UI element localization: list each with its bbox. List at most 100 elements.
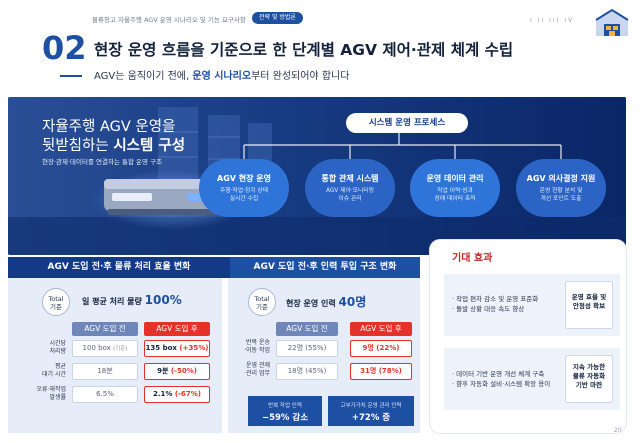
- effect-row: · 작업 편차 감소 및 운영 표준화 · 돌발 상황 대응 속도 향상 운영 …: [444, 274, 620, 336]
- tag-line2: 기준: [50, 303, 62, 311]
- process-node-line1: 운영 현황 분석 및: [539, 188, 583, 194]
- cell-value: 100 box: [82, 344, 111, 352]
- process-node-line2: 이슈 관리: [338, 196, 362, 202]
- kpi-label: 일 평균 처리 물량: [82, 297, 145, 306]
- row-label-line: 운영 관제: [246, 362, 270, 369]
- title-dash: [60, 75, 82, 77]
- row-label-line: ·이동 작업: [244, 346, 270, 354]
- effect-line: · 향후 자동화 설비·시스템 확장 용이: [452, 380, 551, 388]
- expected-effects-card: 기대 효과 · 작업 편차 감소 및 운영 표준화 · 돌발 상황 대응 속도 …: [430, 240, 626, 433]
- process-node-title: AGV 현장 운영: [217, 174, 271, 183]
- cell-note: (기준): [113, 346, 128, 352]
- summary-value: −59% 감소: [261, 413, 309, 423]
- result-line: 기반 마련: [575, 381, 603, 389]
- before-cell: 100 box (기준): [72, 340, 138, 357]
- process-node-field: AGV 현장 운영 주행·작업·정지 상태 실시간 수집: [199, 159, 289, 217]
- breadcrumb: 물류창고 자율주행 AGV 운영 시나리오 및 기능 요구사항: [92, 16, 246, 24]
- row-label-line: 평균: [54, 363, 66, 370]
- after-cell: 2.1% (-67%): [144, 386, 210, 403]
- kpi-value: 40명: [338, 295, 367, 309]
- subtitle-highlight: 운영 시나리오: [192, 71, 252, 82]
- hero-heading-prefix: 뒷받침하는: [42, 138, 114, 154]
- process-node-data: 운영 데이터 관리 작업 이력·성과 장애 데이터 축적: [410, 159, 500, 217]
- effect-row: · 데이터 기반 운영 개선 체계 구축 · 향후 자동화 설비·시스템 확장 …: [444, 348, 620, 410]
- total-basis-tag: Total 기준: [248, 288, 276, 316]
- hero-banner: 자율주행 AGV 운영을 뒷받침하는 시스템 구성 현장·관제·데이터를 연결하…: [8, 97, 626, 255]
- after-column-header: AGV 도입 후: [350, 322, 412, 336]
- cell-change: (-50%): [170, 367, 197, 375]
- result-line: 안정성 확보: [572, 302, 606, 310]
- result-line: 운영 효율 및: [571, 293, 607, 301]
- workforce-kpi: 현장 운영 인력 40명: [286, 293, 366, 310]
- row-label: 오류·재작업 발생률: [16, 386, 66, 401]
- before-cell: 22명 (55%): [276, 340, 338, 357]
- repetitive-staff-summary: 반복 작업 인력 −59% 감소: [248, 396, 322, 426]
- subtitle-part-1: AGV는 움직이기 전에,: [94, 71, 193, 82]
- process-node-title: AGV 의사결정 지원: [526, 174, 596, 183]
- hero-heading-bold: 시스템 구성: [113, 138, 186, 154]
- efficiency-kpi: 일 평균 처리 물량 100%: [82, 293, 182, 307]
- process-node-line1: AGV 제어·모니터링: [325, 188, 374, 194]
- before-cell: 18분: [72, 363, 138, 380]
- effect-line: · 작업 편차 감소 및 운영 표준화: [452, 295, 539, 303]
- summary-value: +72% 증: [351, 413, 391, 423]
- cell-value: 9분: [157, 367, 169, 375]
- after-cell: 9명 (22%): [350, 340, 412, 357]
- row-label-line: 시간당: [49, 340, 66, 347]
- effect-line: · 돌발 상황 대응 속도 향상: [452, 305, 525, 313]
- cell-value: 135 box: [145, 344, 177, 352]
- after-cell: 31명 (78%): [350, 363, 412, 380]
- total-basis-tag: Total 기준: [42, 288, 70, 316]
- tag-line1: Total: [254, 295, 270, 303]
- row-label: 반복 운송 ·이동 작업: [230, 339, 270, 354]
- process-node-line1: 작업 이력·성과: [437, 188, 473, 194]
- row-label-line: 반복 운송: [246, 339, 270, 346]
- workforce-section-title: AGV 도입 전·후 인력 투입 구조 변화: [230, 257, 420, 278]
- before-cell: 6.5%: [72, 386, 138, 403]
- effect-result: 운영 효율 및 안정성 확보: [565, 281, 613, 329]
- result-line: 물류 자동화: [572, 372, 606, 380]
- after-cell: 9분 (-50%): [144, 363, 210, 380]
- kpi-label: 현장 운영 인력: [286, 299, 339, 308]
- efficiency-panel: Total 기준 일 평균 처리 물량 100% AGV 도입 전 AGV 도입…: [8, 278, 222, 433]
- process-pill: 시스템 운영 프로세스: [346, 113, 468, 133]
- page-marks: I II III IV: [530, 17, 575, 24]
- before-column-header: AGV 도입 전: [276, 322, 338, 336]
- cell-value: 2.1%: [153, 390, 173, 398]
- effect-result: 지속 가능한 물류 자동화 기반 마련: [565, 355, 613, 403]
- hero-heading-line1: 자율주행 AGV 운영을: [42, 119, 176, 135]
- row-label-line: ·관리 업무: [244, 369, 270, 377]
- after-cell: 135 box (+35%): [144, 340, 210, 357]
- before-column-header: AGV 도입 전: [72, 322, 138, 336]
- page-title: 현장 운영 흐름을 기준으로 한 단계별 AGV 제어·관제 체계 수립: [94, 41, 514, 59]
- result-line: 지속 가능한: [572, 363, 606, 371]
- tag-line2: 기준: [256, 303, 268, 311]
- row-label-line: 오류·재작업: [36, 386, 66, 393]
- process-node-line2: 장애 데이터 축적: [434, 196, 476, 202]
- cell-change: (+35%): [179, 344, 209, 352]
- management-staff-summary: 고부가가치 운영 관리 인력 +72% 증: [328, 396, 414, 426]
- row-label-line: 발생률: [49, 393, 66, 401]
- cell-change: (-67%): [174, 390, 201, 398]
- process-node-line2: 개선 포인트 도출: [540, 196, 582, 202]
- before-cell: 18명 (45%): [276, 363, 338, 380]
- tag-line1: Total: [48, 295, 64, 303]
- subtitle-part-3: 부터 완성되어야 합니다: [251, 71, 350, 82]
- warehouse-icon: [595, 8, 629, 36]
- row-label-line: 처리량: [49, 347, 66, 355]
- kpi-value: 100%: [144, 293, 182, 307]
- process-node-line1: 주행·작업·정지 상태: [219, 188, 269, 194]
- efficiency-section-title: AGV 도입 전·후 물류 처리 효율 변화: [8, 257, 230, 278]
- row-label: 운영 관제 ·관리 업무: [230, 362, 270, 377]
- process-node-line2: 실시간 수집: [229, 196, 259, 202]
- process-node-title: 통합 관제 시스템: [321, 174, 379, 183]
- summary-label: 반복 작업 인력: [268, 403, 302, 409]
- effects-title: 기대 효과: [452, 253, 493, 264]
- hero-heading-line2: 뒷받침하는 시스템 구성: [42, 134, 185, 155]
- subtitle: AGV는 움직이기 전에, 운영 시나리오부터 완성되어야 합니다: [94, 67, 349, 82]
- hero-description: 현장·관제·데이터를 연결하는 통합 운영 구조: [42, 158, 163, 166]
- process-node-title: 운영 데이터 관리: [426, 174, 484, 183]
- row-label: 시간당 처리량: [16, 340, 66, 355]
- effect-line: · 데이터 기반 운영 개선 체계 구축: [452, 370, 545, 378]
- row-label: 평균 대기 시간: [16, 363, 66, 378]
